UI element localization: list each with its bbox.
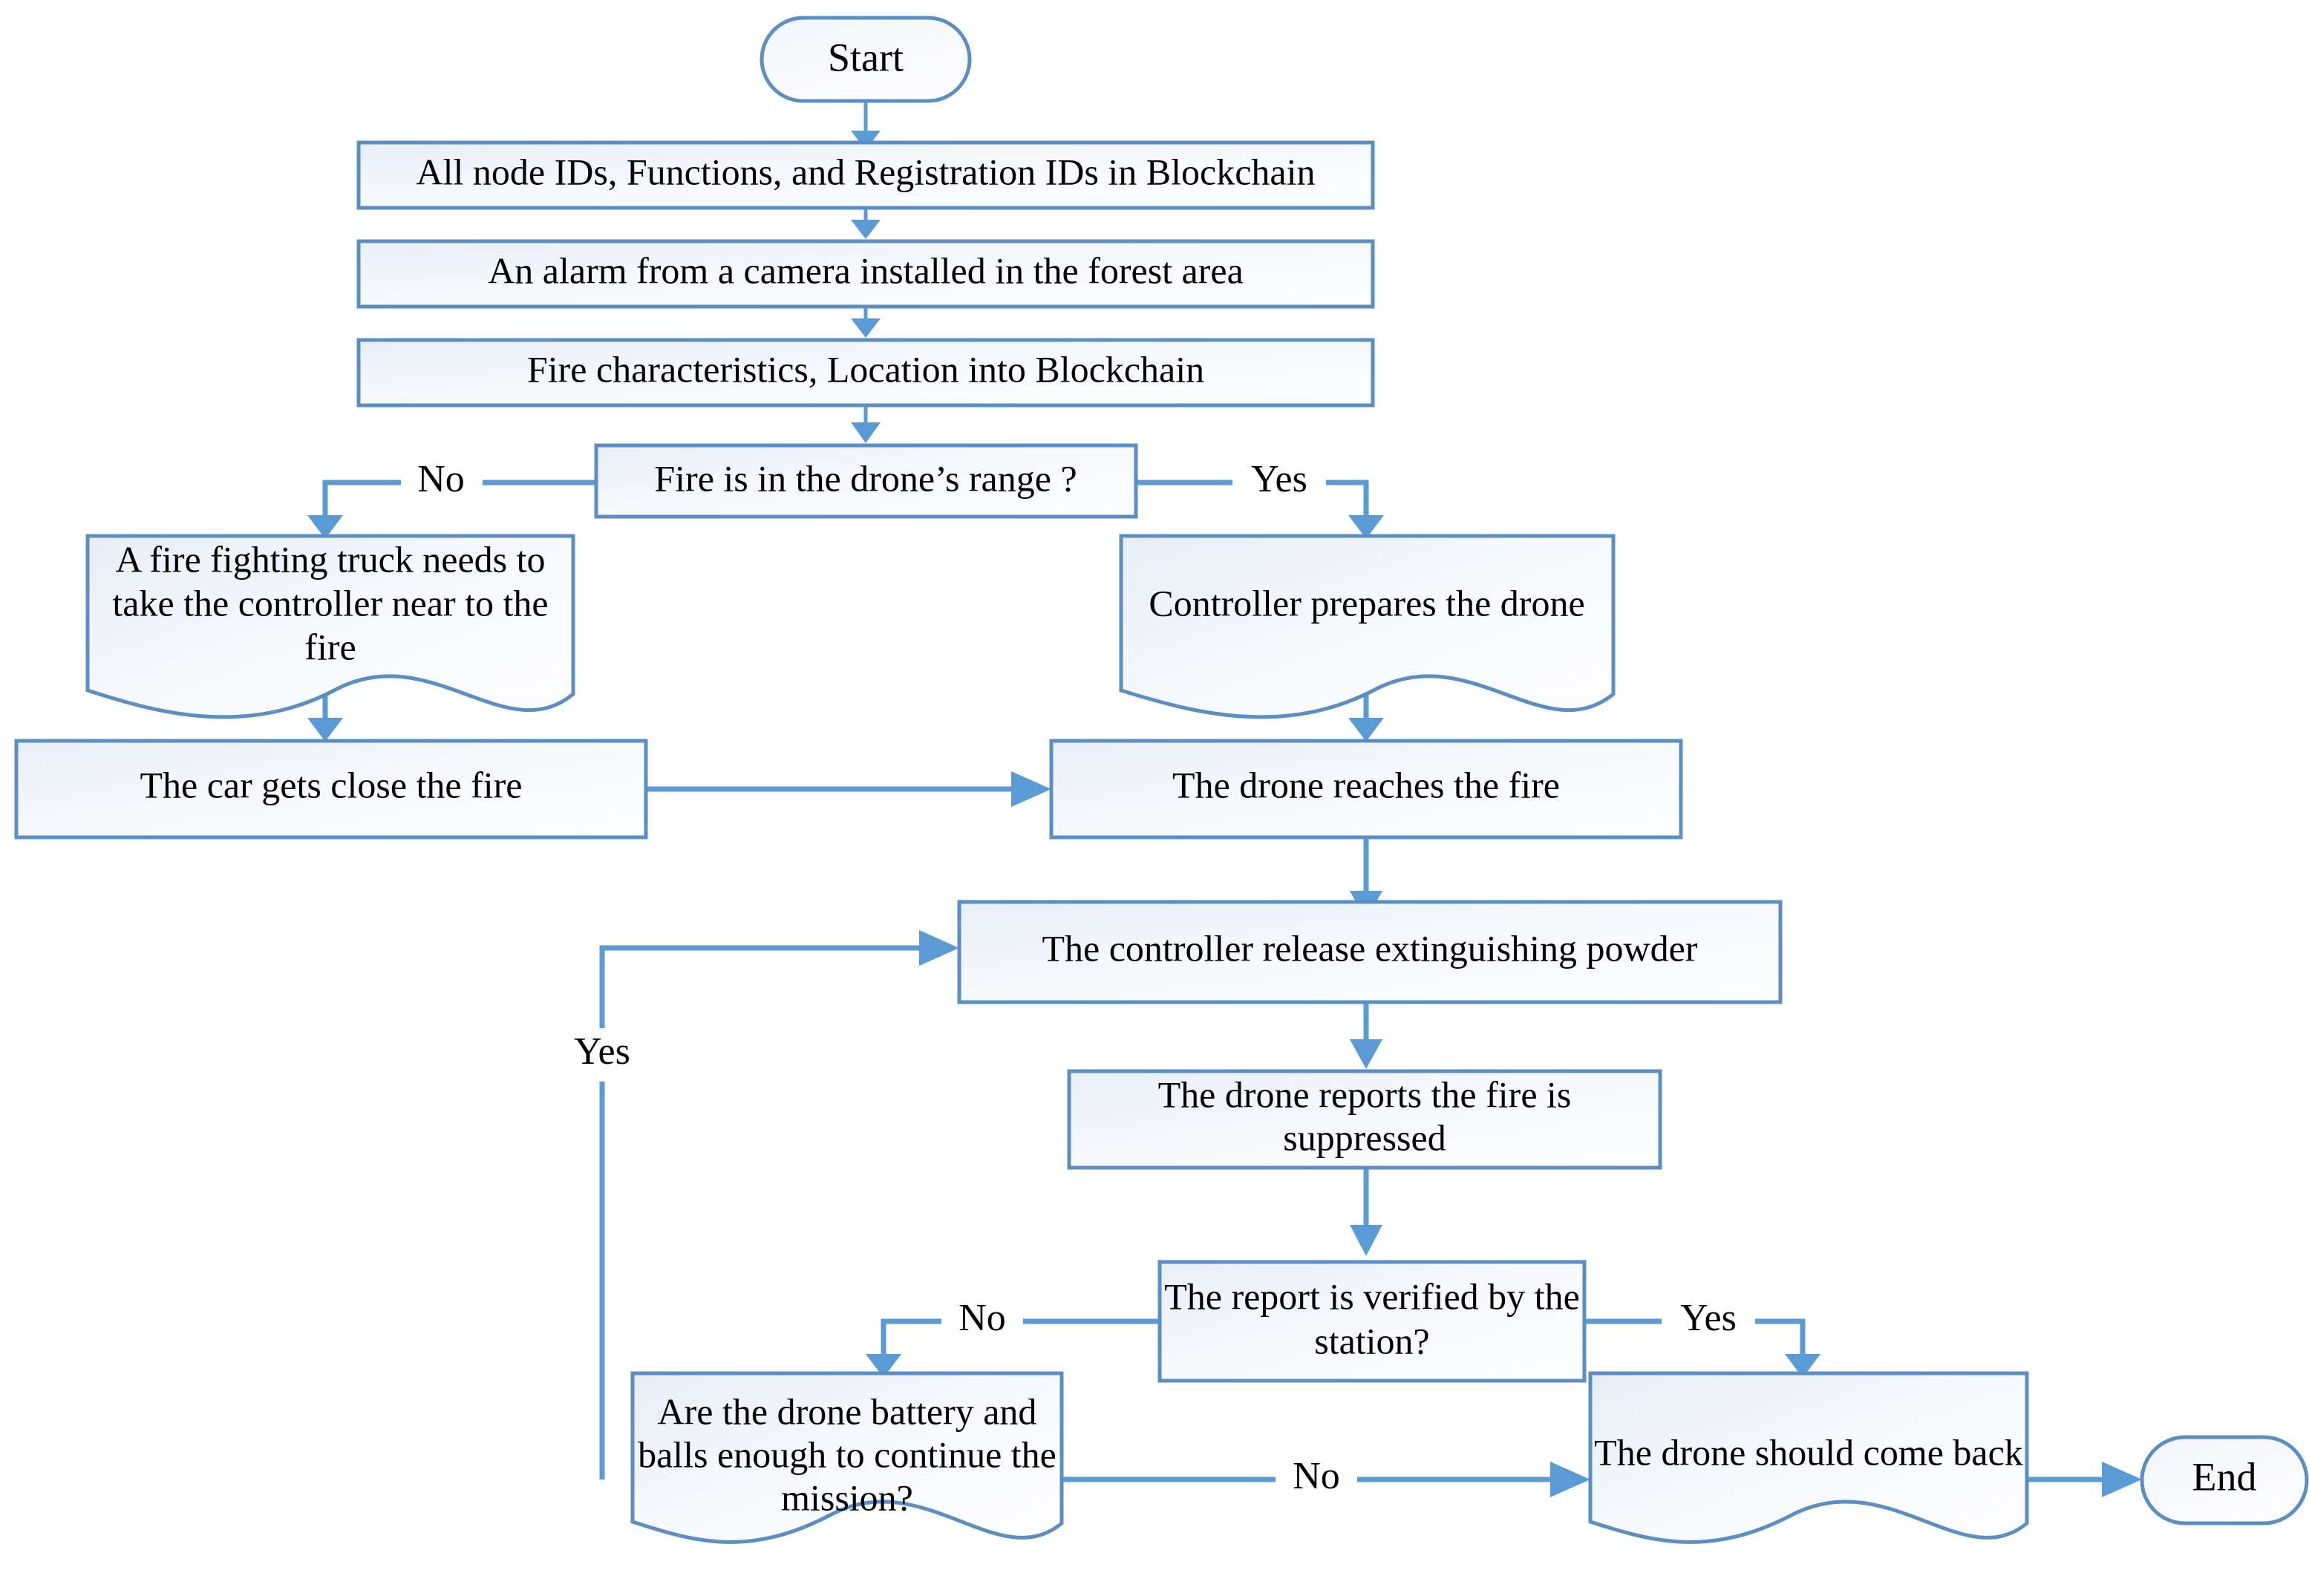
connector-verified-no-to-battery (866, 1318, 1160, 1378)
connector-firerecord-to-range (851, 402, 881, 443)
node-start[interactable]: Start (760, 16, 972, 103)
node-report-verified-line-1: The report is verified by the (1164, 1275, 1580, 1317)
node-fire-record[interactable]: Fire characteristics, Location into Bloc… (356, 338, 1375, 408)
node-truck-line-3: fire (304, 626, 356, 667)
node-prepare-drone-label: Controller prepares the drone (1149, 582, 1584, 624)
connector-range-no-to-truck (307, 480, 596, 539)
node-battery-decision-line-1: Are the drone battery and (658, 1390, 1037, 1432)
node-battery-decision-line-3: mission? (781, 1476, 913, 1518)
edge-label-verified-no-text: No (958, 1297, 1006, 1339)
node-come-back[interactable]: The drone should come back (1588, 1371, 2029, 1544)
node-release-powder-label: The controller release extinguishing pow… (1042, 927, 1697, 969)
connector-comeback-to-end (2027, 1462, 2142, 1497)
edge-label-verified-yes-text: Yes (1680, 1297, 1737, 1339)
connector-alarm-to-firerecord (851, 305, 881, 338)
node-report-verified-line-2: station? (1314, 1320, 1430, 1361)
node-car-close[interactable]: The car gets close the fire (14, 739, 648, 840)
edge-label-range-no: No (401, 457, 483, 508)
connector-registration-to-alarm (851, 206, 881, 239)
node-end[interactable]: End (2140, 1435, 2309, 1525)
node-fire-record-label: Fire characteristics, Location into Bloc… (527, 348, 1204, 390)
node-come-back-label: The drone should come back (1594, 1431, 2023, 1473)
node-drone-reports-line-2: suppressed (1283, 1116, 1446, 1158)
node-car-close-label: The car gets close the fire (140, 764, 522, 805)
node-prepare-drone[interactable]: Controller prepares the drone (1119, 534, 1616, 719)
node-registration[interactable]: All node IDs, Functions, and Registratio… (356, 140, 1375, 210)
node-alarm-label: An alarm from a camera installed in the … (488, 249, 1244, 291)
edge-label-verified-yes: Yes (1662, 1296, 1755, 1347)
edge-label-verified-no: No (941, 1296, 1023, 1347)
edge-label-battery-yes: Yes (555, 1028, 649, 1082)
node-range-decision-label: Fire is in the drone’s range ? (654, 457, 1077, 499)
connector-reports-to-verified (1350, 1165, 1382, 1256)
connector-car-to-reaches (647, 771, 1051, 807)
node-drone-reaches[interactable]: The drone reaches the fire (1049, 739, 1683, 840)
node-release-powder[interactable]: The controller release extinguishing pow… (957, 900, 1783, 1004)
edge-label-battery-no: No (1276, 1454, 1357, 1505)
node-registration-label: All node IDs, Functions, and Registratio… (417, 151, 1316, 192)
connector-range-yes-to-prepare (1136, 480, 1384, 539)
node-alarm[interactable]: An alarm from a camera installed in the … (356, 239, 1375, 309)
connector-release-to-reports (1350, 1002, 1382, 1069)
connector-verified-yes-to-comeback (1572, 1318, 1820, 1378)
edge-label-battery-no-text: No (1293, 1455, 1340, 1497)
node-drone-reports-line-1: The drone reports the fire is (1158, 1073, 1572, 1115)
node-truck-line-2: take the controller near to the (112, 582, 548, 624)
edge-label-range-yes: Yes (1232, 457, 1326, 508)
node-end-label: End (2192, 1454, 2257, 1499)
node-truck[interactable]: A fire fighting truck needs to take the … (85, 534, 575, 719)
connector-battery-yes-loopback (599, 930, 959, 1479)
node-range-decision[interactable]: Fire is in the drone’s range ? (594, 443, 1138, 519)
edge-label-range-no-text: No (417, 458, 465, 500)
node-battery-decision-line-2: balls enough to continue the (638, 1433, 1056, 1475)
edge-label-range-yes-text: Yes (1251, 458, 1307, 500)
node-report-verified[interactable]: The report is verified by the station? (1157, 1260, 1587, 1383)
node-drone-reports[interactable]: The drone reports the fire is suppressed (1067, 1069, 1662, 1170)
node-drone-reaches-label: The drone reaches the fire (1172, 764, 1560, 805)
node-truck-line-1: A fire fighting truck needs to (115, 538, 545, 580)
connector-start-to-registration (851, 100, 881, 150)
edge-label-battery-yes-text: Yes (574, 1030, 630, 1073)
node-battery-decision[interactable]: Are the drone battery and balls enough t… (630, 1371, 1064, 1544)
node-start-label: Start (828, 35, 904, 79)
